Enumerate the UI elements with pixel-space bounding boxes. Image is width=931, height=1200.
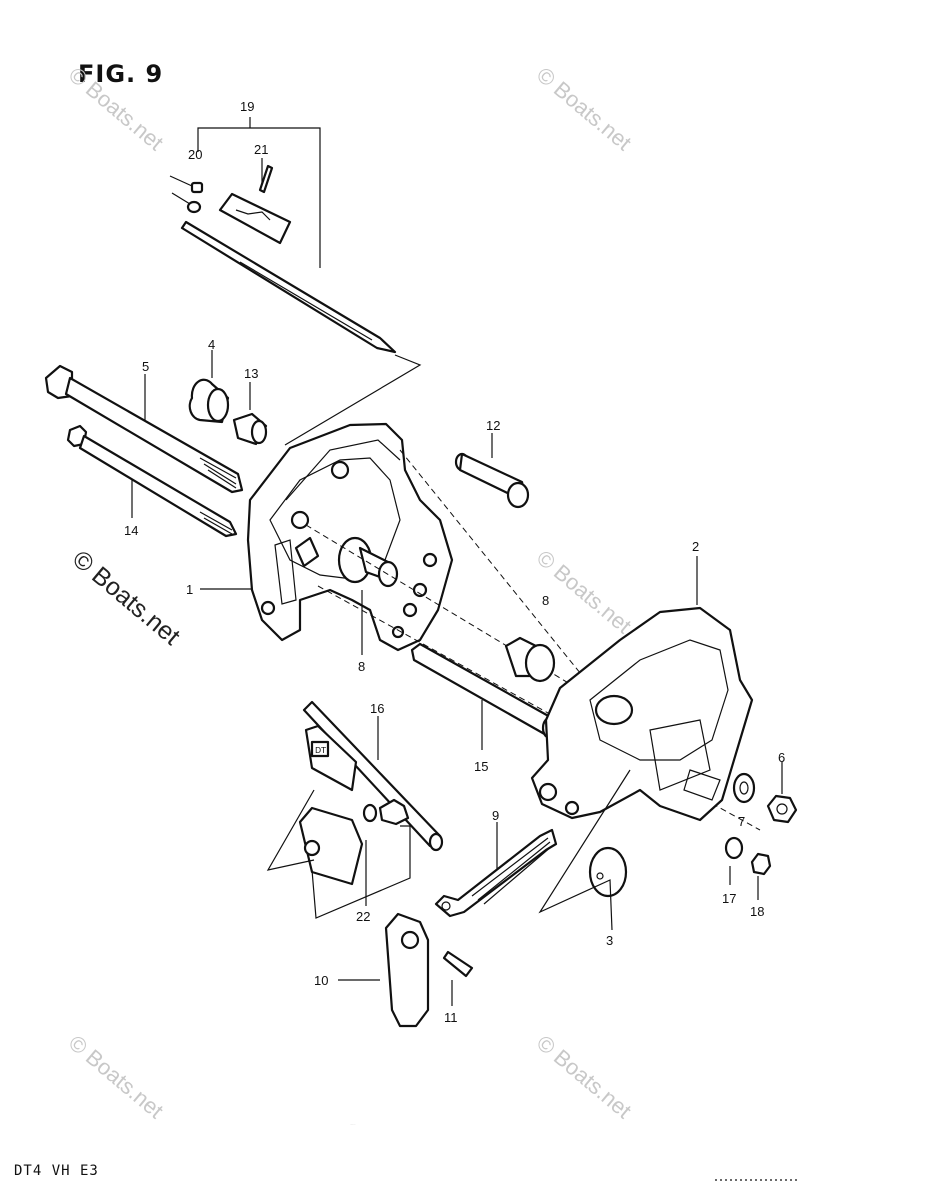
callout-13: 13 xyxy=(244,366,258,381)
bushing-8 xyxy=(504,636,556,683)
callout-5: 5 xyxy=(142,359,149,374)
callout-17: 17 xyxy=(722,891,736,906)
callout-9: 9 xyxy=(492,808,499,823)
clamp-pad xyxy=(266,789,364,886)
callout-8: 8 xyxy=(542,593,549,608)
figure-title: FIG. 9 xyxy=(78,60,164,88)
pin-12 xyxy=(454,433,530,509)
callout-20: 20 xyxy=(188,147,202,162)
callout-4: 4 xyxy=(208,337,215,352)
bolt-5 xyxy=(44,364,244,494)
washer-7 xyxy=(732,772,756,804)
callout-14: 14 xyxy=(124,523,138,538)
callout-2: 2 xyxy=(692,539,699,554)
stern-bracket-1 xyxy=(200,422,454,652)
callout-1: 1 xyxy=(186,582,193,597)
callout-11: 11 xyxy=(444,1010,458,1025)
callout-16: 16 xyxy=(370,701,384,716)
callout-18: 18 xyxy=(750,904,764,919)
washer-17 xyxy=(724,836,744,885)
swivel-bracket-2 xyxy=(530,556,754,822)
pin-11 xyxy=(442,950,474,1006)
callout-10: 10 xyxy=(314,973,328,988)
bolt-14 xyxy=(66,424,238,538)
callout-22: 22 xyxy=(356,909,370,924)
watermark: © Boats.net xyxy=(350,1125,356,1126)
callout-12: 12 xyxy=(486,418,500,433)
callout-7: 7 xyxy=(738,814,745,829)
clamp-screw-assembly xyxy=(169,117,422,446)
screw-22 xyxy=(311,798,411,919)
callout-15: 15 xyxy=(474,759,488,774)
svg-text:DT: DT xyxy=(315,746,326,755)
model-code: DT4 VH E3 xyxy=(14,1163,99,1179)
nut-6 xyxy=(766,762,798,824)
callout-21: 21 xyxy=(254,142,268,157)
callout-8-lower: 8 xyxy=(358,659,365,674)
plate-3 xyxy=(538,769,631,931)
bushing-4 xyxy=(188,350,230,424)
screw-9 xyxy=(434,822,558,918)
callout-19: 19 xyxy=(240,99,254,114)
collar-13 xyxy=(232,382,268,446)
callout-6: 6 xyxy=(778,750,785,765)
nut-18 xyxy=(750,852,772,900)
callout-3: 3 xyxy=(606,933,613,948)
callout-labels: 19 20 21 4 13 5 12 14 1 8 2 8 16 15 6 7 … xyxy=(124,99,785,1025)
pad: DT xyxy=(304,724,358,792)
clamp-handle-10 xyxy=(338,912,430,1028)
